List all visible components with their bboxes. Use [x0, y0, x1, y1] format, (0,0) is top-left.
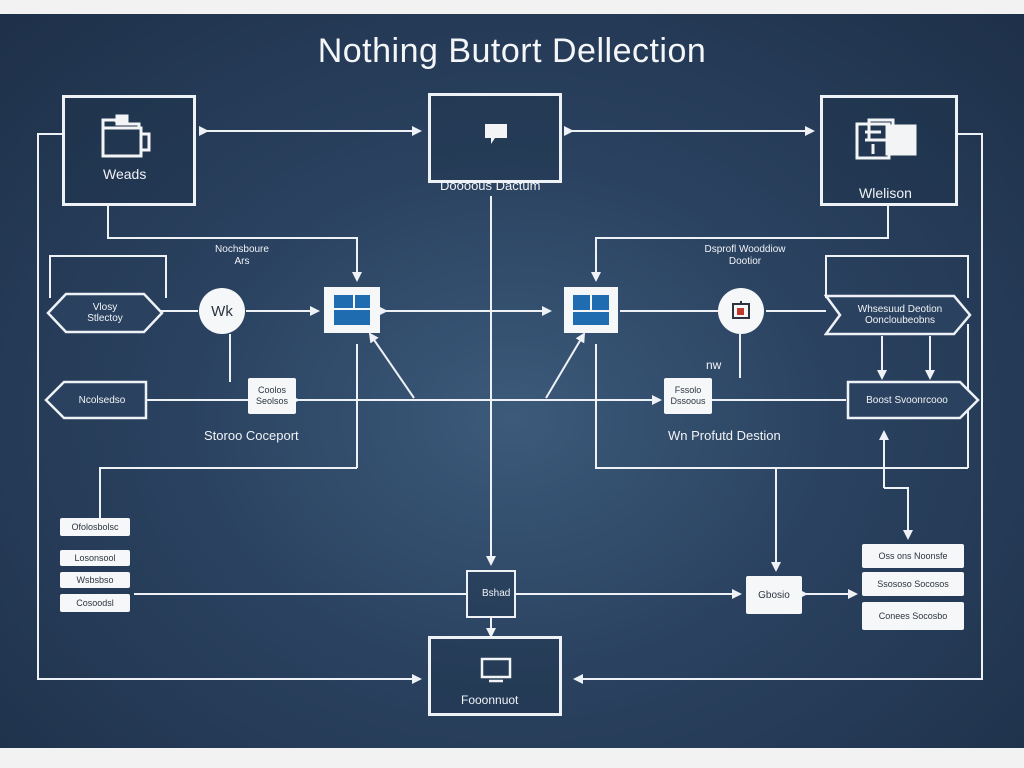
left-note-line1: Nochsboure [215, 244, 269, 255]
node-stlectoy-line1: Vlosy [92, 302, 118, 313]
node-svoonrcooo[interactable]: Boost Svoonrcooo [866, 394, 948, 406]
edge-diag-left [368, 332, 415, 399]
node-wlelison-label: Wlelison [859, 185, 912, 201]
edge-diag-right [545, 332, 586, 399]
node-bshad[interactable]: Bshad [466, 570, 516, 618]
edge-right-bracket [825, 255, 969, 298]
edge-tile-down-right [595, 344, 968, 469]
node-fssolo-line1: Fssolo [674, 385, 702, 395]
node-deotion-line1: Whsesuud Deotion [857, 304, 943, 315]
folder-stack-icon [101, 114, 151, 158]
right-hex-top-shape [824, 294, 972, 336]
edge-right-loop [573, 133, 983, 684]
photo-icon [732, 301, 750, 319]
node-dactum-label: Doooous Dactum [440, 178, 541, 193]
edge-left-bracket [49, 255, 167, 298]
right-list-item-3[interactable]: Conees Socosbo [862, 602, 964, 630]
diagram-canvas: Nothing Butort Dellection Weads Doooous … [0, 14, 1024, 748]
node-coolos-line1: Coolos [257, 385, 286, 395]
right-list-item-1[interactable]: Oss ons Noonsfe [862, 544, 964, 568]
left-list-item-4[interactable]: Cosoodsl [60, 594, 130, 612]
connector-lines [37, 126, 983, 684]
window-stack-icon [855, 118, 917, 160]
left-list-item-1[interactable]: Ofolosbolsc [60, 518, 130, 536]
node-stlectoy-line2: Stlectoy [87, 313, 123, 324]
node-fssolo-line2: Dssoous [670, 396, 706, 406]
node-left-tile[interactable] [324, 287, 380, 333]
left-list-item-3[interactable]: Wsbsbso [60, 572, 130, 588]
right-hex-bottom-shape [846, 380, 980, 420]
left-note-line2: Ars [234, 256, 250, 267]
node-deotion-line2: Ooncloubeobns [864, 315, 936, 326]
node-bshad-label: Bshad [482, 588, 511, 599]
node-stlectoy[interactable]: Vlosy Stlectoy [60, 294, 150, 332]
node-deotion[interactable]: Whsesuud Deotion Ooncloubeobns [846, 296, 954, 334]
edge-weads-tile [107, 206, 362, 282]
left-tag-shape [44, 380, 148, 420]
center-note-line2: Dootior [728, 256, 762, 267]
edge-to-right-list [884, 487, 913, 540]
node-coolos[interactable]: Coolos Seolsos [248, 378, 296, 414]
node-gbosio[interactable]: Gbosio [746, 576, 802, 614]
diagram-title: Nothing Butort Dellection [317, 32, 707, 70]
edge-left-loop [37, 133, 422, 684]
node-coolos-line2: Seolsos [255, 396, 289, 406]
left-note: Nochsboure Ars [200, 244, 284, 268]
app-window-icon-2 [573, 295, 609, 325]
node-fooonnuot-label: Fooonnuot [461, 693, 519, 707]
node-fooonnuot[interactable]: Fooonnuot [428, 636, 562, 716]
app-window-icon [334, 295, 370, 325]
node-weads[interactable]: Weads [62, 95, 196, 206]
node-right-tile[interactable] [564, 287, 618, 333]
node-wlelison[interactable]: Wlelison [820, 95, 958, 206]
node-ncolsedso[interactable]: Ncolsedso [78, 394, 126, 406]
monitor-icon [480, 657, 512, 683]
left-hex-shape [46, 292, 164, 334]
left-caption: Storoo Coceport [204, 428, 299, 443]
left-list-item-2[interactable]: Losonsool [60, 550, 130, 566]
node-dactum[interactable] [428, 93, 562, 183]
node-weads-label: Weads [103, 166, 147, 182]
edge-to-list [99, 467, 357, 518]
cursor-window-icon [485, 124, 507, 144]
center-note-line1: Dsprofl Wooddiow [704, 244, 786, 255]
center-note: Dsprofl Wooddiow Dootior [690, 244, 800, 268]
node-photo[interactable] [718, 288, 764, 334]
nw-label: nw [706, 358, 722, 372]
node-fssolo[interactable]: Fssolo Dssoous [664, 378, 712, 414]
node-wk[interactable]: Wk [199, 288, 245, 334]
right-list-item-2[interactable]: Ssososo Socosos [862, 572, 964, 596]
edge-wlelison-tile [591, 206, 889, 282]
right-caption: Wn Profutd Destion [668, 428, 781, 443]
